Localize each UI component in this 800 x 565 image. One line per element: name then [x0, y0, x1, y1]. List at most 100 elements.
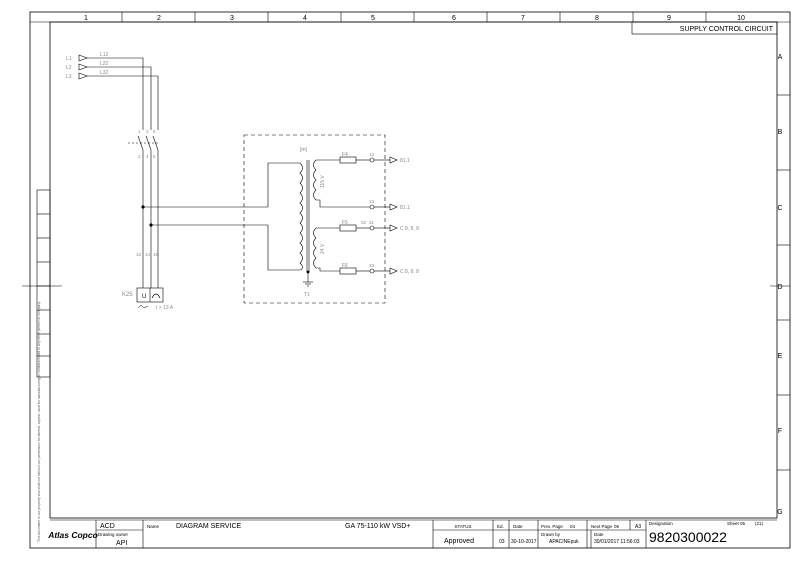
input-ref: L1 [66, 56, 72, 62]
contact-label: 5 [153, 129, 156, 134]
prev-page-label: Prev. Page [541, 524, 563, 529]
fuse-ref: F6 [342, 263, 348, 269]
status-label: STATUS [454, 524, 471, 529]
designation-label: Designation [649, 521, 673, 526]
terminal-numbers: 12 13 31 32 33 [361, 152, 375, 268]
output-ref: 81.1 [400, 205, 410, 211]
transformer-input-label: [m] [300, 147, 308, 153]
date-value: 30-10-2017 [511, 539, 537, 545]
breaker-wire-labels: 12 14 16 [136, 252, 159, 257]
wire-label: 14 [145, 252, 151, 257]
transformer-ref: T1 [304, 292, 310, 298]
edition-label: Ed. [497, 524, 504, 529]
drawing-name: DIAGRAM SERVICE [176, 523, 242, 530]
row-label: A [778, 54, 783, 61]
input-ref: L2 [66, 65, 72, 71]
output-ref: C 8, 8, 8 [400, 226, 419, 232]
thermal-icon [151, 293, 161, 299]
output-terminals [369, 157, 375, 274]
atlas-copco-logo: Atlas Copco [47, 530, 98, 540]
transformer-secondary [303, 159, 370, 287]
disclaimer-text: This document is our property and shall … [37, 301, 41, 542]
output-ref: C 8, 8, 8 [400, 269, 419, 275]
breaker-aux: U [142, 294, 146, 300]
transformer-enclosure [243, 134, 386, 304]
name-label: Name [147, 524, 160, 529]
title-block: Atlas Copco ACD Drawing owner API Name D… [47, 519, 777, 548]
sheet-title-box [631, 21, 778, 35]
drawing-owner: API [116, 540, 127, 547]
paper-format: A3 [635, 524, 641, 530]
breaker-contacts [128, 135, 160, 160]
row-label: F [778, 428, 782, 435]
row-label: E [778, 353, 783, 360]
fuse-F4: F4 [339, 152, 370, 164]
date2-value: 30/01/2017 11:56:03 [594, 539, 640, 545]
designation-number: 9820300022 [649, 529, 727, 545]
wire-label: 12 [136, 252, 142, 257]
arrow-icon [78, 54, 88, 62]
terminal-icon [369, 157, 375, 163]
fuse-F5: F5 [339, 220, 370, 232]
contact-label: 4 [146, 154, 149, 159]
input-L3: L3 L32 [66, 70, 109, 80]
arrow-icon [78, 63, 88, 71]
column-label: 2 [157, 15, 161, 22]
voltage-label: 115 V [320, 175, 326, 188]
drawing-owner-label: Drawing owner [98, 532, 129, 537]
sheet-number: 05 [740, 521, 746, 526]
breaker-contact-labels: 1 3 5 2 4 6 [138, 129, 156, 159]
product-name: GA 75-110 kW VSD+ [345, 523, 410, 530]
arrow-icon [78, 72, 88, 80]
prev-page-value: 04 [570, 524, 576, 529]
column-label: 1 [84, 15, 88, 22]
contact-label: 3 [146, 129, 149, 134]
row-label: C [777, 205, 782, 212]
wire-label: L12 [100, 52, 109, 58]
column-label: 4 [303, 15, 307, 22]
input-L2: L2 L22 [66, 61, 109, 71]
date-label: Date [513, 524, 523, 529]
date2-label: Date [594, 532, 604, 537]
next-page-label: Next Page [591, 524, 613, 529]
revision-ladder [22, 189, 62, 378]
column-label: 9 [667, 15, 671, 22]
row-label: G [777, 509, 782, 516]
wire-label: L32 [100, 70, 109, 76]
voltage-label: 24 V [320, 243, 326, 254]
sheet-label: Sheet [727, 521, 740, 526]
sheet-title: SUPPLY CONTROL CIRCUIT [680, 26, 774, 33]
column-label: 10 [737, 15, 745, 22]
edition-value: 03 [499, 539, 505, 545]
company-code: ACD [100, 523, 115, 530]
terminal-number: 12 [369, 152, 375, 157]
input-ref: L3 [66, 74, 72, 80]
breaker-ref: K25 [122, 292, 133, 298]
row-label: B [778, 129, 783, 136]
output-refs: 81.1 81.1 C 8, 8, 8 C 8, 8, 8 [400, 158, 419, 275]
transformer-primary [267, 160, 310, 272]
fuse-F6: F6 [339, 263, 370, 275]
column-label: 8 [595, 15, 599, 22]
column-label: 5 [371, 15, 375, 22]
next-page-value: 06 [614, 524, 620, 529]
fuse-ref: F5 [342, 220, 348, 226]
sheet-border [29, 11, 791, 549]
output-ref: 81.1 [400, 158, 410, 164]
terminal-icon [369, 204, 375, 210]
terminal-icon [369, 225, 375, 231]
contact-label: 6 [153, 154, 156, 159]
drawn-by-label: Drawn by [541, 532, 561, 537]
supply-circuit: L1 L12 L2 L22 L3 L32 [66, 52, 419, 311]
wire-label: 16 [153, 252, 159, 257]
trip-curve-icon [137, 304, 149, 309]
breaker-K25: K25 U I > 13 A [122, 287, 174, 311]
terminal-number: 32 [361, 220, 367, 225]
terminal-number: 13 [369, 199, 375, 204]
column-label: 3 [230, 15, 234, 22]
column-label: 6 [452, 15, 456, 22]
drawn-by-value: APACINEpuk [549, 539, 579, 545]
row-dividers [770, 94, 790, 471]
input-L1: L1 L12 [66, 52, 109, 62]
